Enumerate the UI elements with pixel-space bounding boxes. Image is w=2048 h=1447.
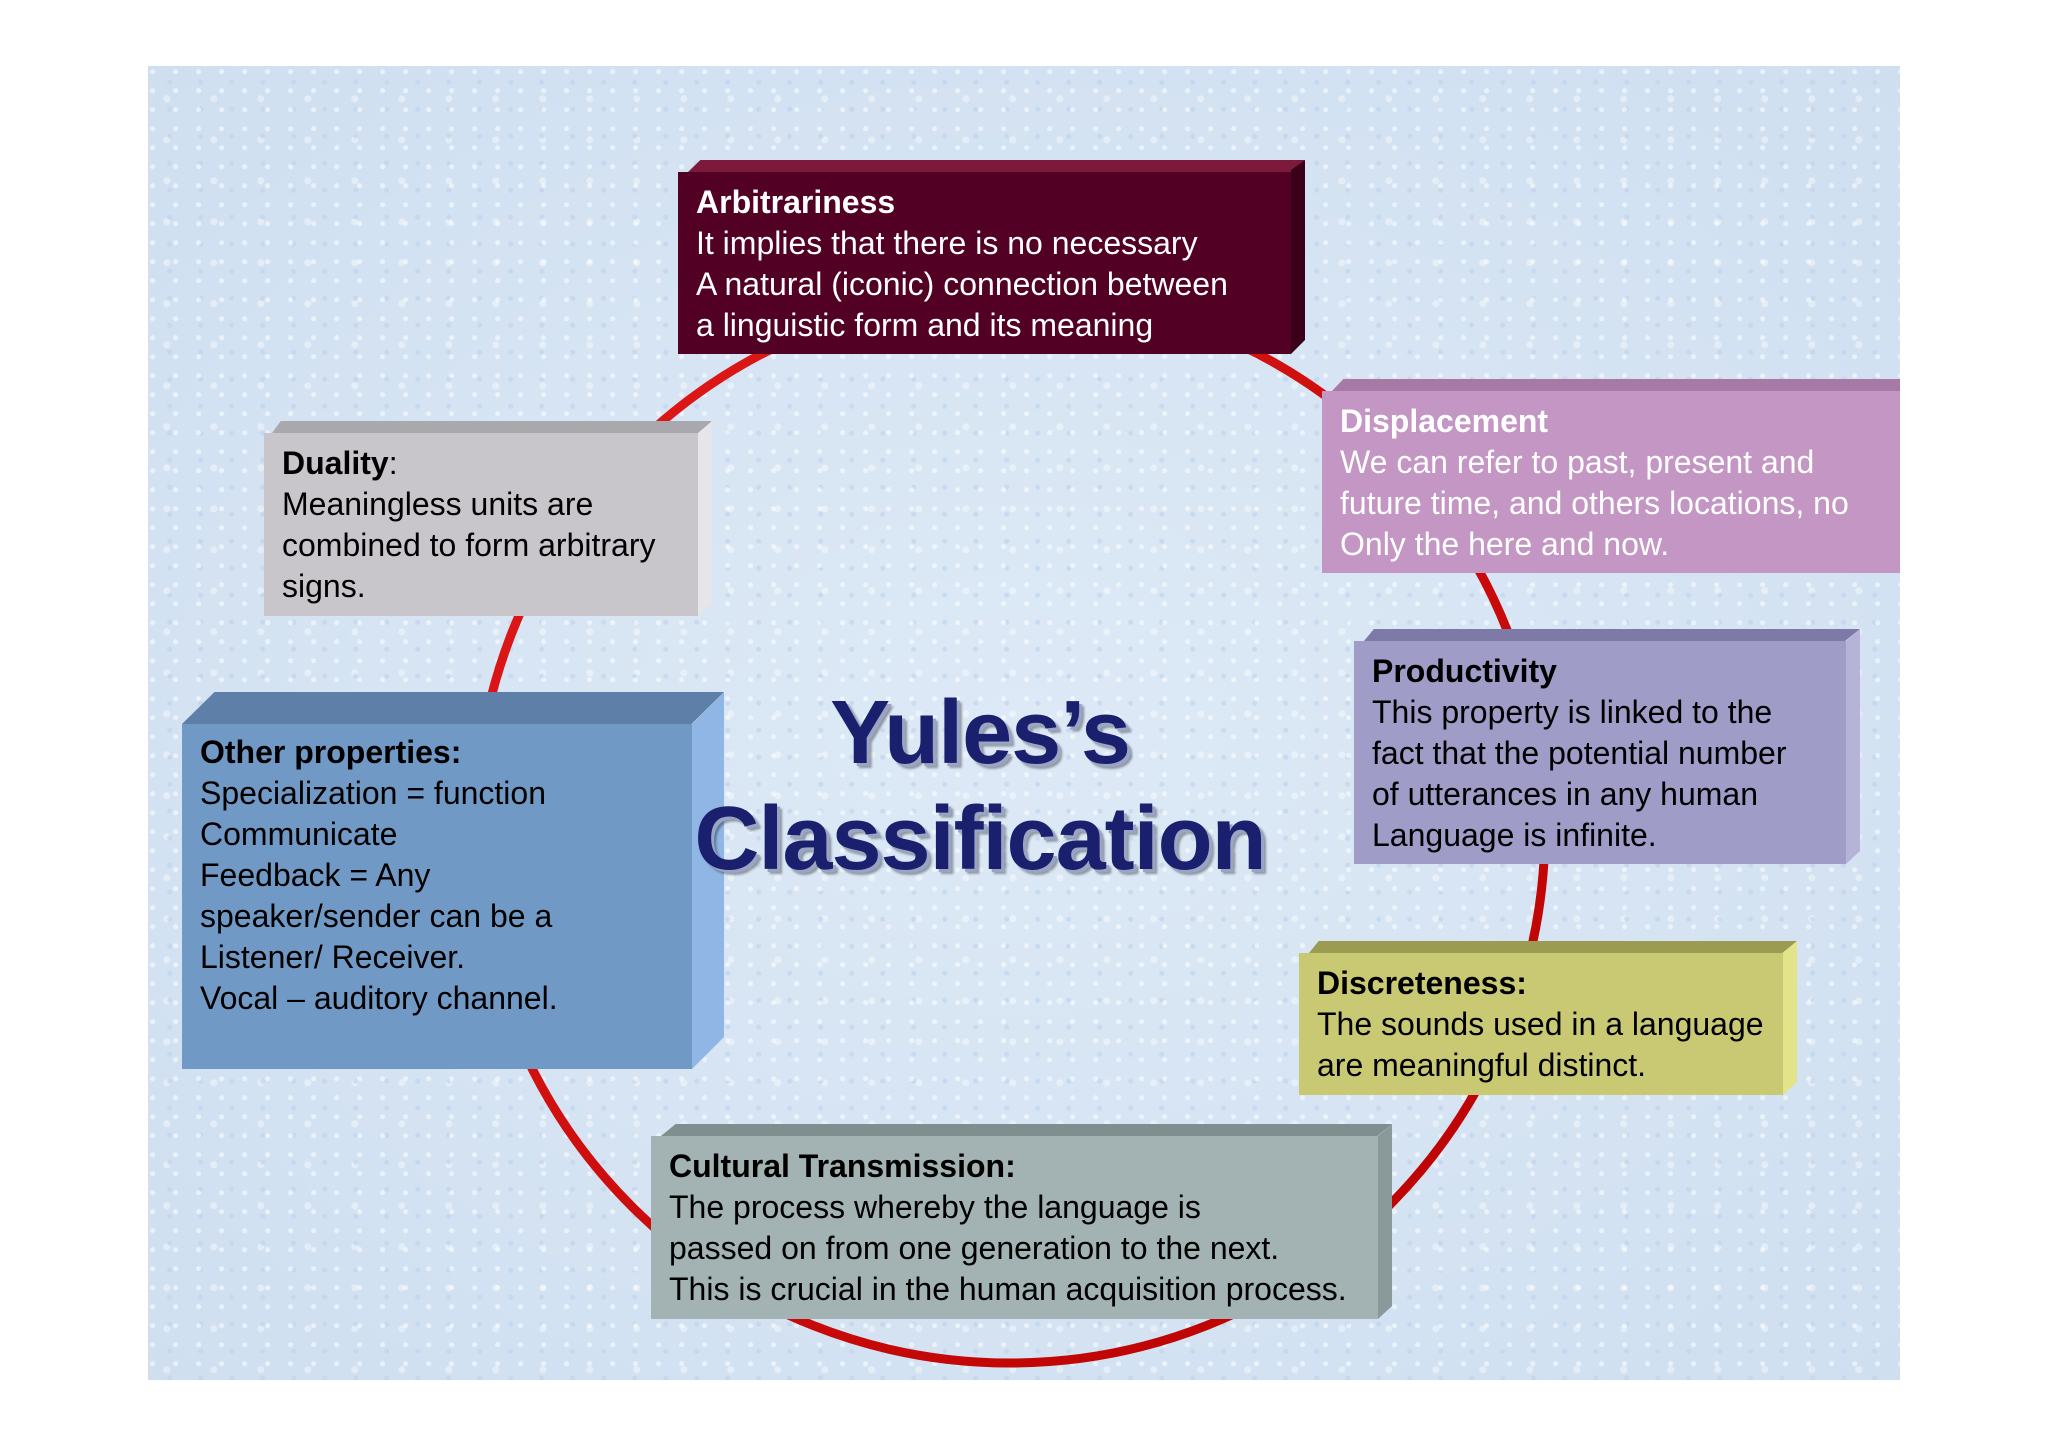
cultural-transmission-title: Cultural Transmission: (669, 1148, 1016, 1184)
arbitrariness-text: It implies that there is no necessary A … (696, 225, 1228, 343)
productivity-text: This property is linked to the fact that… (1372, 694, 1787, 853)
displacement-face: Displacement We can refer to past, prese… (1322, 391, 1900, 573)
displacement-box: Displacement We can refer to past, prese… (1322, 379, 1900, 573)
other-properties-face: Other properties: Specialization = funct… (182, 724, 692, 1069)
title-line-2: Classification (694, 789, 1266, 889)
discreteness-box: Discreteness: The sounds used in a langu… (1299, 941, 1797, 1095)
other-properties-title: Other properties: (200, 734, 462, 770)
duality-title-suffix: : (388, 445, 398, 481)
title-line-1: Yules’s (830, 683, 1131, 783)
cultural-transmission-text: The process whereby the language is pass… (669, 1189, 1347, 1307)
duality-title-line: Duality: (282, 445, 398, 481)
duality-title: Duality (282, 445, 389, 481)
productivity-face: Productivity This property is linked to … (1354, 641, 1846, 864)
productivity-title: Productivity (1372, 653, 1557, 689)
displacement-text: We can refer to past, present and future… (1340, 444, 1849, 562)
arbitrariness-face: Arbitrariness It implies that there is n… (678, 172, 1291, 354)
arbitrariness-box: Arbitrariness It implies that there is n… (678, 160, 1305, 354)
cultural-transmission-face: Cultural Transmission: The process where… (651, 1136, 1378, 1319)
arbitrariness-title: Arbitrariness (696, 184, 896, 220)
cultural-transmission-box: Cultural Transmission: The process where… (651, 1124, 1392, 1319)
duality-box: Duality: Meaningless units are combined … (264, 421, 712, 616)
productivity-box: Productivity This property is linked to … (1354, 629, 1860, 864)
discreteness-face: Discreteness: The sounds used in a langu… (1299, 953, 1783, 1095)
discreteness-text: The sounds used in a language are meanin… (1317, 1006, 1764, 1083)
discreteness-title: Discreteness: (1317, 965, 1527, 1001)
diagram-title: Yules’s Classification (660, 680, 1300, 892)
other-properties-text: Specialization = function Communicate Fe… (200, 775, 558, 1016)
other-properties-box: Other properties: Specialization = funct… (182, 692, 724, 1069)
displacement-title: Displacement (1340, 403, 1549, 439)
duality-face: Duality: Meaningless units are combined … (264, 433, 698, 616)
duality-text: Meaningless units are combined to form a… (282, 486, 656, 604)
